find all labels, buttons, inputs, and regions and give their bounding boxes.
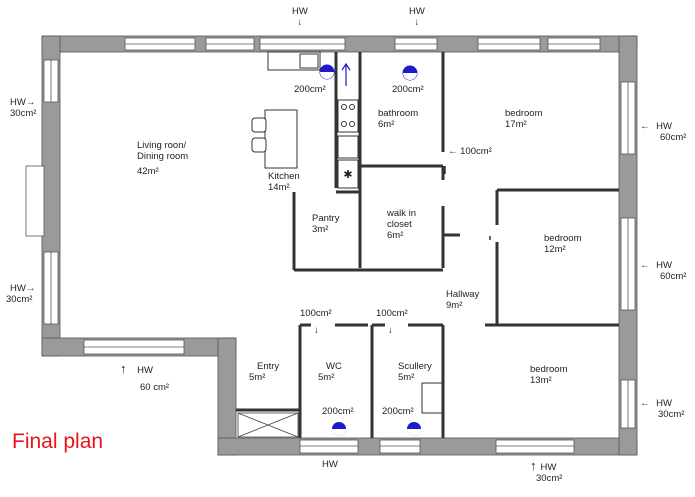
arrow-up-icon: ↑ [530,458,537,473]
transfer-scullery: 100cm²↓ [376,308,408,336]
vent-left-1: HW→30cm² [10,97,37,119]
arrow-left-icon: ← [640,260,650,271]
arrow-down-icon: ↓ [314,325,319,336]
arrow-right-icon: → [25,97,36,108]
arrow-down-icon: ↓ [388,325,393,336]
extract-wc-label: 200cm² [322,406,354,417]
transfer-wc: 100cm²↓ [300,308,332,336]
vent-bottom-wc: HW [322,459,338,470]
interior-walls [236,52,619,438]
chimney [25,165,45,237]
arrow-up-icon: ↑ [120,361,127,376]
arrow-left-icon: ← [640,398,650,409]
vent-left-2: HW→30cm² [6,283,36,305]
vent-top-1: HW↓ [292,6,308,28]
arrow-down-icon: ↓ [297,17,303,28]
transfer-bathroom: ← 100cm² [448,146,492,157]
arrow-left-icon: ← [640,121,650,132]
arrow-down-icon: ↓ [414,17,420,28]
extract-bathroom-label: 200cm² [392,84,424,95]
entry-mat [237,412,299,438]
vent-top-2: HW↓ [409,6,425,28]
windows [43,37,636,454]
extract-kitchen-label: 200cm² [294,84,326,95]
kitchen-appliances [267,51,359,189]
hood-arrow-icon [341,62,351,86]
plan-title: Final plan [12,430,104,453]
fridge-icon: ✱ [343,168,352,181]
extract-scullery-label: 200cm² [382,406,414,417]
door-markers [444,166,491,240]
kitchen-island [251,109,298,169]
arrow-right-icon: → [25,283,36,294]
scullery-sink [421,382,443,414]
arrow-left-icon: ← [448,146,458,157]
extract-fans [319,64,421,436]
